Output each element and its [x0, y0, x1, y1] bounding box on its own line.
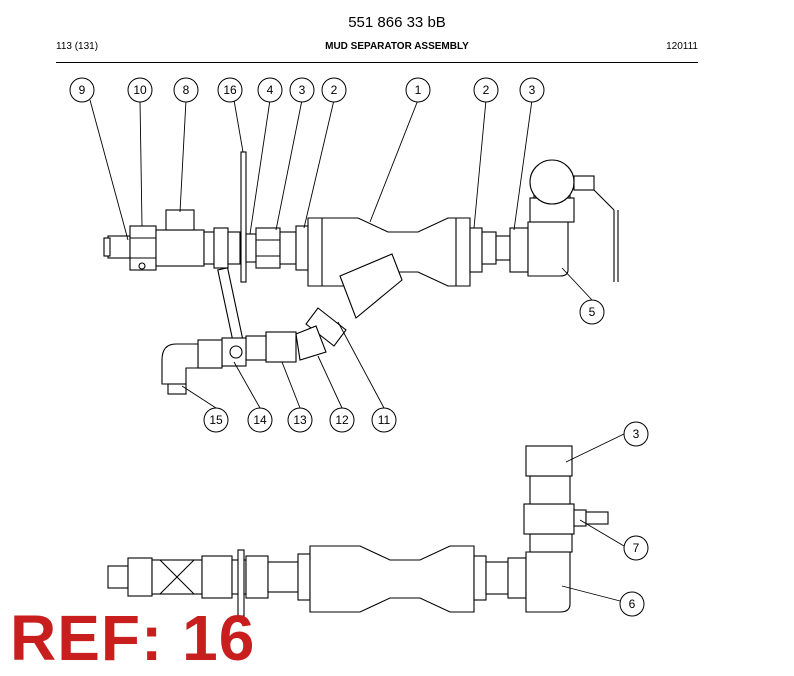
part-4-fitting	[245, 233, 257, 263]
part-2-flange-right	[469, 227, 483, 273]
callout-label: 1	[415, 83, 422, 97]
callout-label: 16	[223, 83, 237, 97]
callout-label: 3	[529, 83, 536, 97]
part-3-nut	[255, 227, 281, 269]
part-14-handle	[217, 267, 245, 349]
part-16-plate	[240, 151, 247, 283]
callout-label: 8	[183, 83, 190, 97]
document-number: 551 866 33 bB	[348, 14, 446, 31]
part-7-valve	[523, 503, 575, 535]
part-15-elbow	[161, 343, 199, 385]
callout-label: 2	[331, 83, 338, 97]
part-3-nut-bottom	[525, 445, 573, 477]
part-5-elbow	[527, 221, 569, 277]
callout-label: 9	[79, 83, 86, 97]
header-divider	[56, 62, 698, 63]
callout-label: 13	[293, 413, 307, 427]
callout-label: 3	[299, 83, 306, 97]
top-assembly	[103, 151, 619, 395]
callout-label: 6	[629, 597, 636, 611]
callout-label: 11	[378, 413, 391, 427]
part-8-tee	[155, 229, 205, 267]
part-11-fitting	[305, 307, 347, 347]
callout-label: 12	[335, 413, 349, 427]
part-5-valve-head	[529, 159, 575, 205]
callout-label: 5	[589, 305, 596, 319]
part-2-flange	[295, 225, 309, 271]
page-title: MUD SEPARATOR ASSEMBLY	[325, 41, 469, 52]
bottom-separator-body	[309, 545, 475, 613]
callout-label: 2	[483, 83, 490, 97]
part-9-nipple	[107, 235, 131, 259]
page-reference: 113 (131)	[56, 41, 99, 52]
callout-label: 10	[133, 83, 147, 97]
callout-label: 7	[633, 541, 640, 555]
callout-label: 4	[267, 83, 274, 97]
part-6-elbow	[525, 551, 571, 613]
ref-label: REF: 16	[10, 602, 256, 674]
callout-label: 14	[253, 413, 267, 427]
part-3-nut-right	[509, 227, 529, 273]
part-13-coupling	[265, 331, 297, 363]
callout-label: 15	[209, 413, 223, 427]
document-date-code: 120111	[666, 41, 698, 52]
bottom-assembly	[107, 445, 609, 617]
part-12-nut	[295, 325, 327, 361]
callout-label: 3	[633, 427, 640, 441]
